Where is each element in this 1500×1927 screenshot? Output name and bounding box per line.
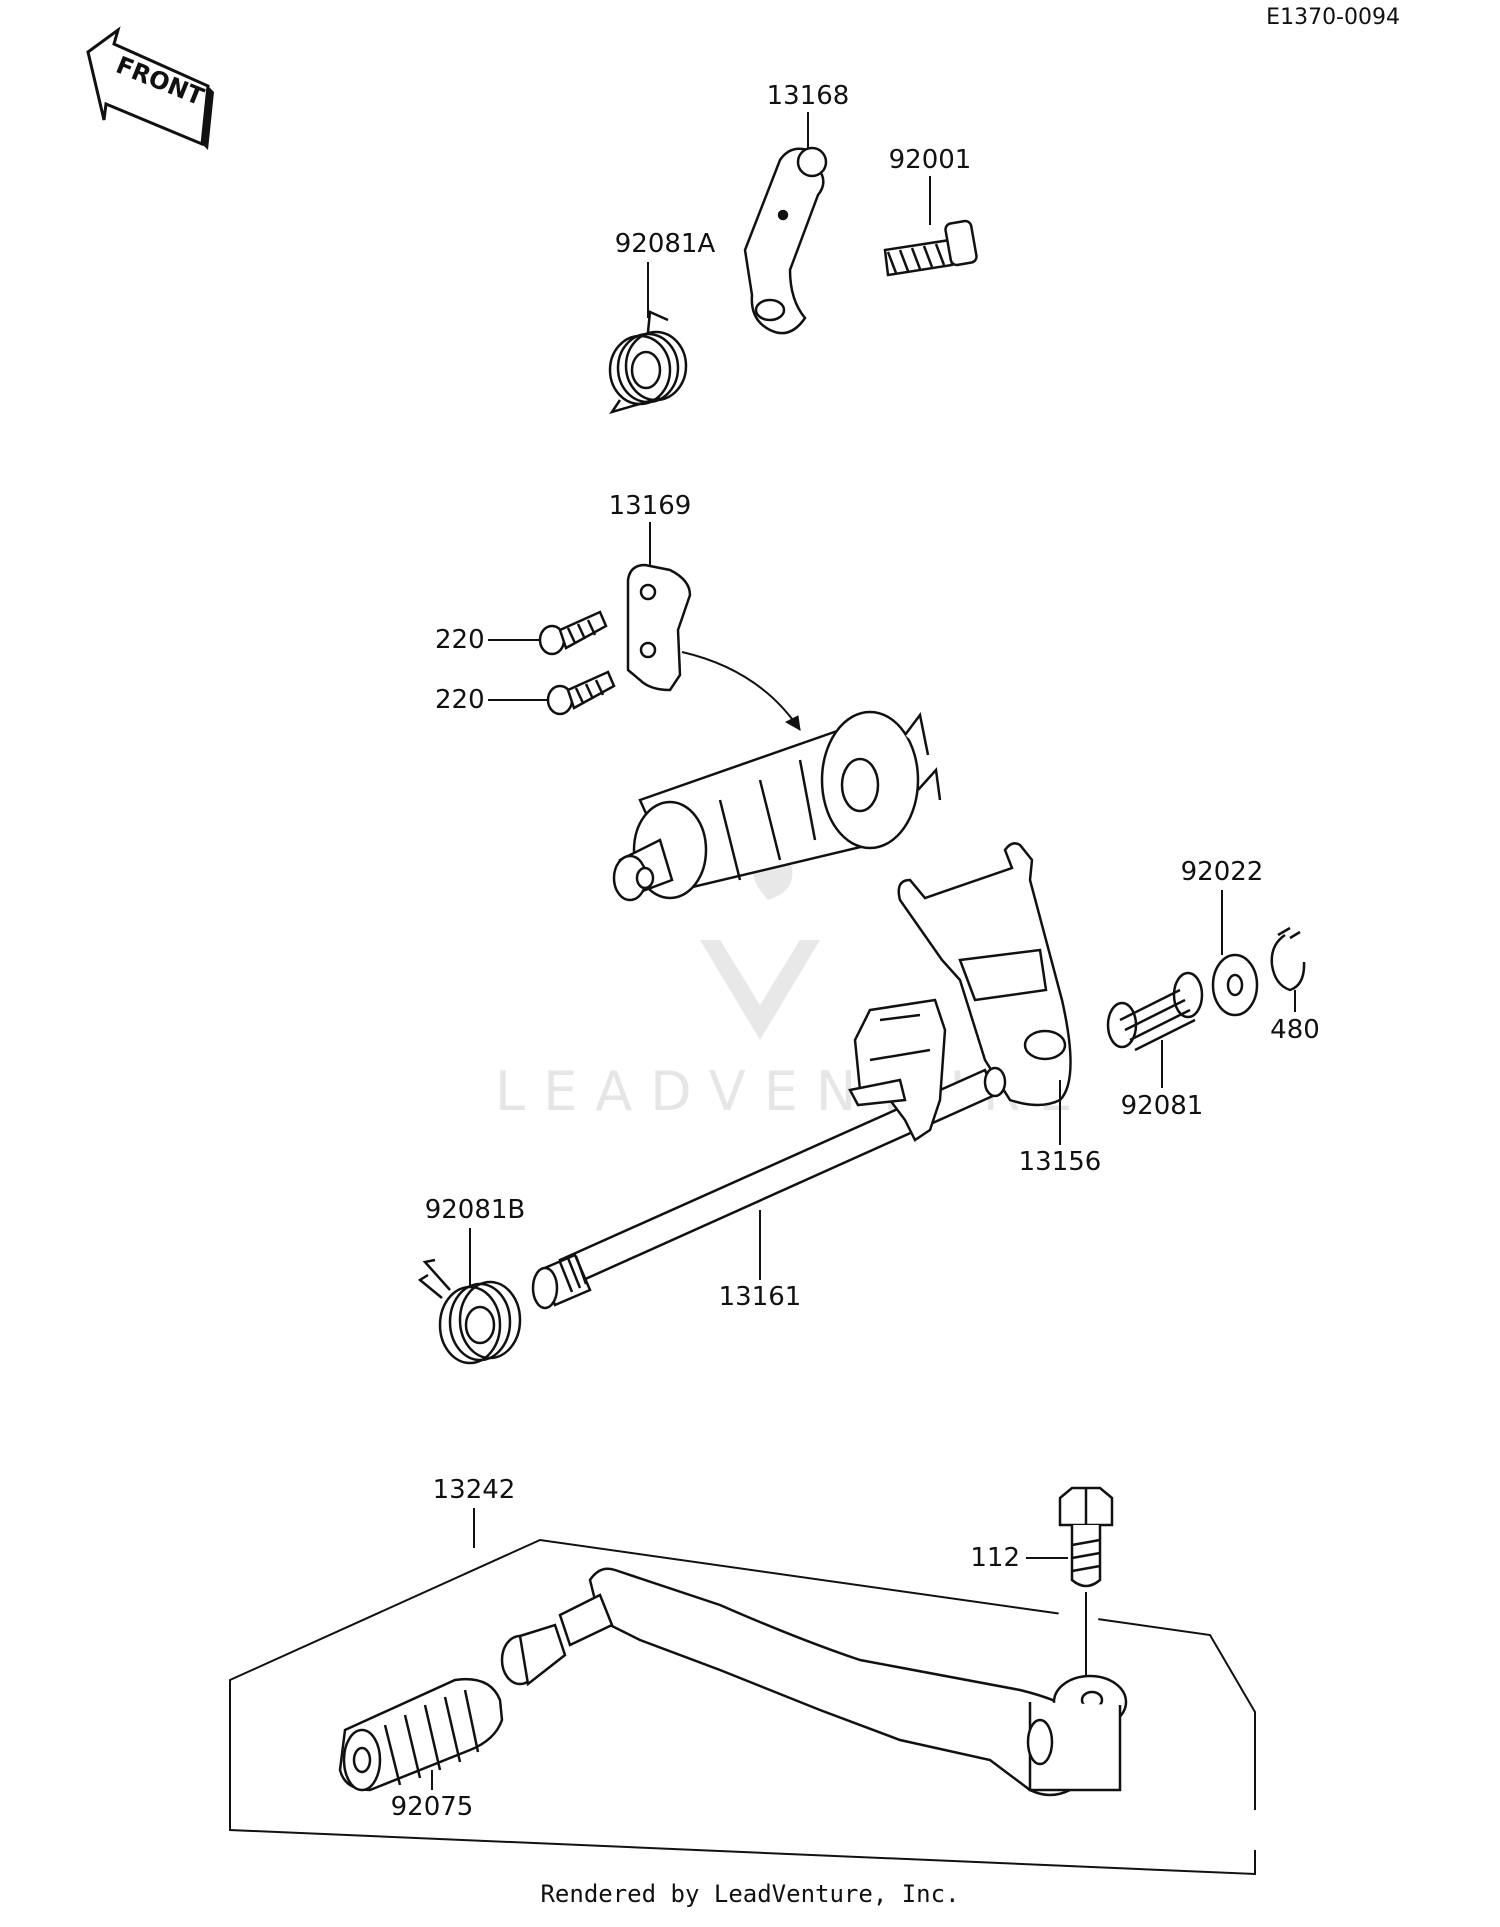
label-13242: 13242 — [433, 1475, 516, 1505]
label-480: 480 — [1270, 1015, 1320, 1045]
spring-part-92081[interactable] — [1106, 971, 1204, 1052]
label-220-upper: 220 — [435, 625, 485, 655]
screw-part-220-lower[interactable] — [546, 670, 616, 716]
shift-pedal-part-13242[interactable] — [558, 1567, 1128, 1797]
front-arrow-icon: FRONT — [86, 26, 214, 150]
label-13156: 13156 — [1019, 1147, 1102, 1177]
pedal-pin-cap[interactable] — [500, 1623, 567, 1687]
bolt-part-112[interactable] — [1058, 1486, 1114, 1588]
shift-plate-part-13156[interactable] — [897, 842, 1072, 1107]
label-92001: 92001 — [889, 145, 972, 175]
washer-part-92022[interactable] — [1211, 953, 1259, 1017]
diagram-code: E1370-0094 — [1266, 5, 1400, 30]
plate-part-13169[interactable] — [626, 563, 692, 692]
spring-part-92081B[interactable] — [417, 1258, 522, 1365]
label-92075: 92075 — [391, 1792, 474, 1822]
shift-arm-part-13168[interactable] — [743, 146, 828, 335]
circlip-part-480[interactable] — [1270, 926, 1306, 992]
assembly-frame — [229, 1538, 1256, 1876]
label-92081B: 92081B — [425, 1195, 526, 1225]
label-92081A: 92081A — [615, 229, 716, 259]
label-112: 112 — [970, 1543, 1020, 1573]
label-92081: 92081 — [1121, 1091, 1204, 1121]
pedal-rubber-part-92075[interactable] — [338, 1677, 504, 1792]
label-13168: 13168 — [767, 81, 850, 111]
spring-part-92081A[interactable] — [608, 310, 688, 415]
shift-drum[interactable] — [612, 710, 942, 902]
bolt-part-92001[interactable] — [883, 219, 978, 277]
label-13161: 13161 — [719, 1282, 802, 1312]
screw-part-220-upper[interactable] — [538, 610, 608, 656]
label-220-lower: 220 — [435, 685, 485, 715]
label-13169: 13169 — [609, 491, 692, 521]
shift-shaft-part-13161[interactable] — [531, 998, 1007, 1310]
footer-credit: Rendered by LeadVenture, Inc. — [540, 1880, 960, 1908]
label-92022: 92022 — [1181, 857, 1264, 887]
